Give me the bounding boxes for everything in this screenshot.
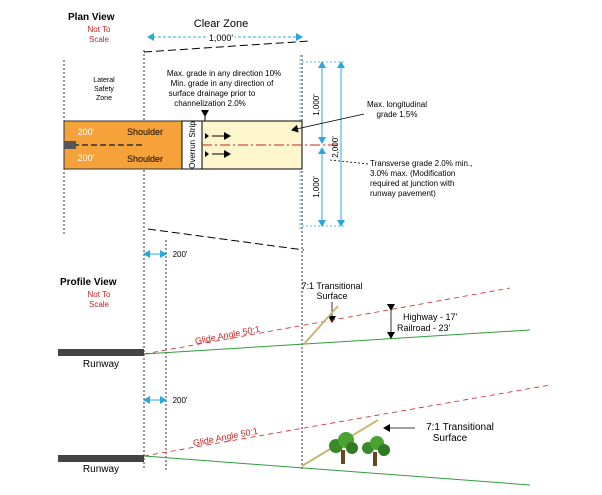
overrun-strip-label: Overrun Strip [188,121,197,169]
runway-2-label: Runway [83,464,119,475]
runway-end-dark [64,141,76,149]
dim-200-mid-label: 200' [173,250,188,259]
clear-zone-label: Clear Zone [194,18,248,30]
glide-angle-2-label: Glide Angle 50:1 [192,426,259,448]
lateral-safety-zone-line2: Safety [94,86,114,93]
max-longitudinal-leader [291,113,365,133]
transitional-surface-1-line2: Surface [316,291,347,301]
plan-view-title: Plan View [68,12,115,23]
dim-1000-vertical-top-label: 1,000' [312,94,321,116]
ground-line-2 [143,455,531,486]
runway-1-bar [58,349,144,356]
lateral-safety-zone-line3: Zone [96,95,112,102]
transitional-surface-1 [303,305,339,345]
trees-icon [329,432,390,466]
railroad-clearance-label: Railroad - 23' [397,323,451,333]
profile-view-title: Profile View [60,277,117,288]
max-longitudinal-line1: Max. longitudinal [367,100,427,109]
grade-note-line1: Max. grade in any direction 10% [167,69,281,78]
profile-not-to-scale-line1: Not To [88,290,112,299]
dim-1000-vertical-bottom-label: 1,000' [312,176,321,198]
transverse-leader [329,159,369,165]
grade-note-line3: surface drainage prior to [169,89,256,98]
transitional-surface-1-line1: 7:1 Transitional [301,281,362,291]
shoulder-top-label: Shoulder [127,127,163,137]
grade-small-arrows [205,133,209,157]
dim-200-low-label: 200' [173,396,188,405]
clear-zone-boundary-top [143,40,311,53]
transverse-line3: required at junction with [370,179,455,188]
ground-line-1 [143,329,531,355]
grade-arrow-icons [212,132,231,158]
transitional-surface-2-line1: 7:1 Transitional [426,422,494,433]
grade-note-line2: Min. grade in any direction of [171,79,275,88]
clear-zone-1000-label: 1,000' [209,33,234,43]
max-longitudinal-line2: grade 1.5% [377,110,418,119]
plan-not-to-scale-line2: Scale [89,35,110,44]
runway-1-label: Runway [83,359,119,370]
transverse-line1: Transverse grade 2.0% min., [370,159,472,168]
dim-200-bottom: 200' [78,153,95,163]
clear-zone-boundary-bottom [147,228,305,251]
glide-angle-1-label: Glide Angle 50:1 [194,324,261,346]
grade-note-line4: channelization 2.0% [174,99,246,108]
dim-2000-label: 2,000' [331,136,340,158]
runway-2-bar [58,455,144,462]
transverse-line4: runway pavement) [370,189,436,198]
lateral-safety-zone-line1: Lateral [93,77,115,84]
transverse-line2: 3.0% max. (Modification [370,169,455,178]
highway-clearance-label: Highway - 17' [403,312,458,322]
profile-not-to-scale-line2: Scale [89,300,110,309]
glide-slope-1 [143,287,511,355]
glide-slope-2 [143,384,551,457]
dim-200-top: 200' [78,127,95,137]
plan-not-to-scale-line1: Not To [88,25,112,34]
transitional-surface-2-line2: Surface [433,433,468,444]
shoulder-bottom-label: Shoulder [127,154,163,164]
